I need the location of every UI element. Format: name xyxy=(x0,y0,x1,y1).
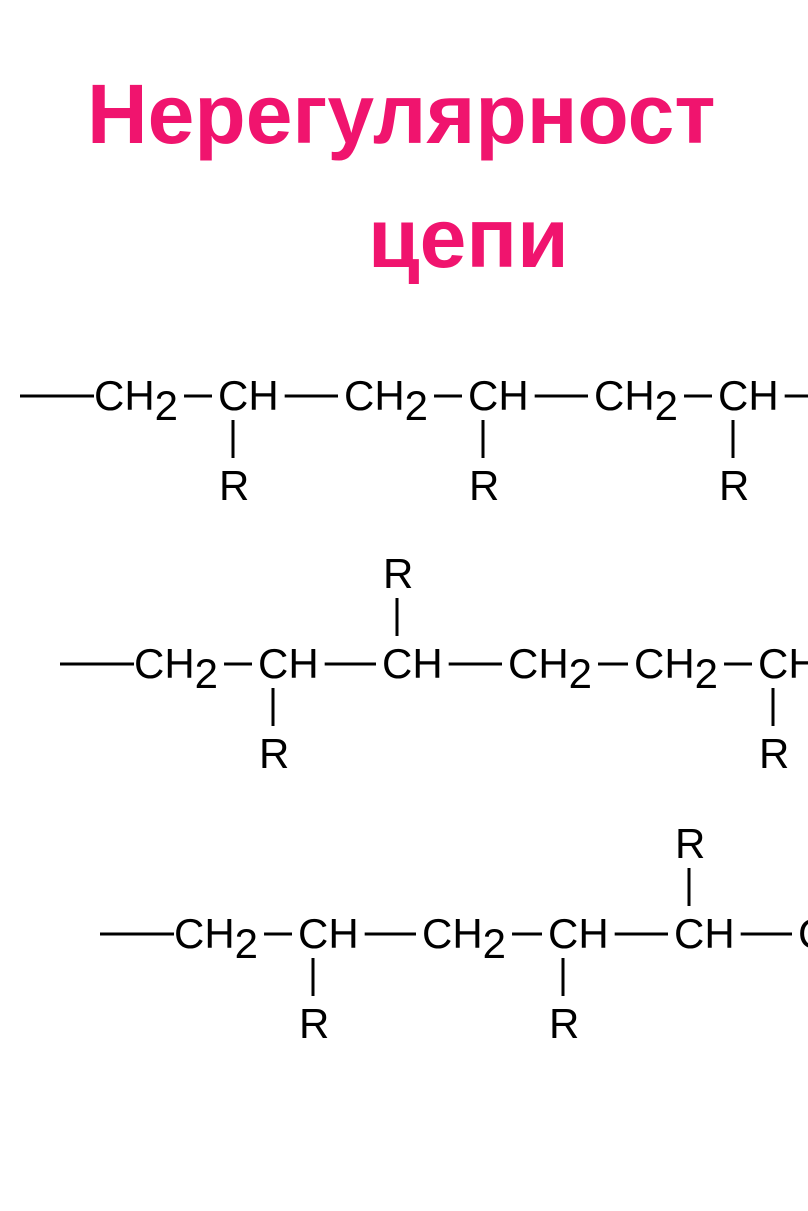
group-label: CH2 xyxy=(94,372,178,429)
chain-3: CH2 CH R CH2 CH R CH R C xyxy=(100,820,808,1047)
chain-1: CH2 CH R CH2 CH R CH2 CH R xyxy=(20,372,808,509)
group-label: CH xyxy=(718,372,779,419)
substituent-r: R xyxy=(299,1000,329,1047)
page-title-line-1: Нерегулярност xyxy=(87,67,716,161)
substituent-r: R xyxy=(719,462,749,509)
group-label: CH2 xyxy=(174,910,258,967)
substituent-r: R xyxy=(675,820,705,867)
substituent-r: R xyxy=(383,550,413,597)
group-label: CH xyxy=(468,372,529,419)
group-label: CH xyxy=(258,640,319,687)
substituent-r: R xyxy=(469,462,499,509)
chain-2: CH2 CH R CH R CH2 CH2 CH R xyxy=(60,550,808,777)
group-label: C xyxy=(798,910,808,957)
group-label: CH2 xyxy=(134,640,218,697)
substituent-r: R xyxy=(759,730,789,777)
group-label: CH xyxy=(382,640,443,687)
group-label: CH xyxy=(548,910,609,957)
group-label: CH xyxy=(674,910,735,957)
group-label: CH xyxy=(218,372,279,419)
group-label: CH xyxy=(298,910,359,957)
group-label: CH xyxy=(758,640,808,687)
group-label: CH2 xyxy=(422,910,506,967)
page-title-line-2: цепи xyxy=(368,191,569,285)
substituent-r: R xyxy=(219,462,249,509)
substituent-r: R xyxy=(549,1000,579,1047)
substituent-r: R xyxy=(259,730,289,777)
group-label: CH2 xyxy=(594,372,678,429)
group-label: CH2 xyxy=(634,640,718,697)
group-label: CH2 xyxy=(344,372,428,429)
group-label: CH2 xyxy=(508,640,592,697)
